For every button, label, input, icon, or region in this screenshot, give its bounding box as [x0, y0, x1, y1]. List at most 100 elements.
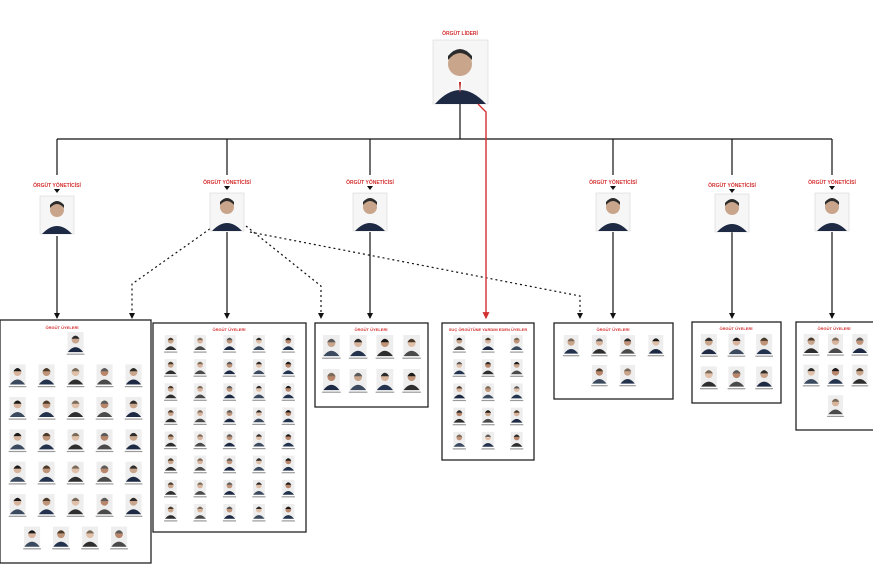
member-portrait-icon — [66, 332, 85, 355]
portrait-photo-icon — [352, 192, 388, 232]
member-portrait-icon — [727, 366, 746, 390]
member-portrait-icon — [193, 455, 207, 474]
member-portrait-icon — [37, 429, 56, 453]
leader-node: ÖRGÜT LİDERİ — [432, 30, 489, 105]
member-portraits — [562, 335, 665, 387]
member-portrait-icon — [81, 526, 99, 550]
group-title: ÖRGÜT ÜYELERİ — [597, 327, 630, 332]
member-portrait-icon — [222, 383, 237, 401]
highlight-line — [477, 103, 490, 320]
member-portrait-icon — [222, 359, 237, 377]
member-portrait-icon — [252, 431, 266, 450]
member-portrait-icon — [124, 396, 143, 420]
member-portrait-icon — [591, 365, 608, 387]
manager-title: ÖRGÜT YÖNETİCİSİ — [589, 179, 637, 186]
manager-node: ÖRGÜT YÖNETİCİSİ — [203, 179, 251, 232]
member-portrait-icon — [727, 334, 746, 357]
member-group: ÖRGÜT ÜYELERİ — [0, 319, 152, 564]
member-portraits — [700, 334, 773, 390]
member-portrait-icon — [8, 494, 27, 517]
member-portrait-icon — [110, 526, 128, 550]
member-portrait-icon — [66, 364, 85, 388]
member-portrait-icon — [124, 364, 143, 388]
member-portrait-icon — [700, 366, 718, 390]
manager-node: ÖRGÜT YÖNETİCİSİ — [808, 179, 856, 232]
manager-title: ÖRGÜT YÖNETİCİSİ — [33, 182, 81, 189]
member-portrait-icon — [591, 335, 608, 357]
member-portrait-icon — [164, 383, 178, 401]
member-portrait-icon — [95, 494, 114, 517]
member-portrait-icon — [52, 526, 70, 550]
member-portrait-icon — [281, 359, 295, 377]
member-portrait-icon — [851, 334, 869, 356]
member-portrait-icon — [375, 335, 395, 359]
member-portrait-icon — [647, 335, 665, 357]
member-portrait-icon — [222, 479, 237, 498]
group-title: ÖRGÜT ÜYELERİ — [46, 325, 79, 330]
member-portrait-icon — [164, 503, 178, 522]
member-portrait-icon — [802, 334, 820, 356]
portrait-photo-icon — [814, 192, 850, 232]
member-portrait-icon — [95, 429, 114, 453]
member-portrait-icon — [322, 335, 341, 359]
member-portrait-icon — [281, 383, 295, 401]
member-portrait-icon — [124, 461, 143, 485]
manager-title: ÖRGÜT YÖNETİCİSİ — [708, 182, 756, 189]
member-portrait-icon — [193, 359, 207, 377]
member-portrait-icon — [8, 396, 27, 420]
member-portrait-icon — [66, 494, 85, 517]
member-portrait-icon — [222, 407, 237, 425]
member-portrait-icon — [827, 334, 844, 356]
member-portrait-icon — [37, 461, 56, 485]
member-group: ÖRGÜT ÜYELERİ — [553, 322, 674, 400]
member-portrait-icon — [348, 335, 368, 359]
member-group: ÖRGÜT ÜYELERİ — [314, 322, 429, 408]
member-portrait-icon — [348, 369, 368, 393]
manager-node: ÖRGÜT YÖNETİCİSİ — [346, 179, 394, 232]
portrait-photo-icon — [432, 39, 489, 105]
member-portrait-icon — [66, 461, 85, 485]
manager-title: ÖRGÜT YÖNETİCİSİ — [346, 179, 394, 186]
member-portrait-icon — [8, 364, 27, 388]
portrait-photo-icon — [595, 192, 631, 232]
member-portrait-icon — [193, 479, 207, 498]
member-group: SUÇ ÖRGÜTÜNE YARDIM EDEN ÜYELER — [441, 322, 535, 461]
member-portraits — [802, 334, 869, 417]
member-portrait-icon — [402, 335, 421, 359]
member-portrait-icon — [481, 407, 495, 426]
member-portrait-icon — [252, 383, 266, 401]
member-portrait-icon — [510, 359, 524, 377]
manager-node: ÖRGÜT YÖNETİCİSİ — [589, 179, 637, 232]
manager-title: ÖRGÜT YÖNETİCİSİ — [808, 179, 856, 186]
member-portrait-icon — [481, 431, 495, 450]
member-portrait-icon — [281, 503, 295, 522]
member-portrait-icon — [8, 461, 27, 485]
member-portrait-icon — [281, 431, 295, 450]
member-portrait-icon — [37, 364, 56, 388]
member-portrait-icon — [619, 335, 636, 357]
member-portrait-icon — [222, 335, 237, 353]
member-portrait-icon — [851, 364, 869, 387]
manager-node: ÖRGÜT YÖNETİCİSİ — [33, 182, 81, 235]
member-portrait-icon — [23, 526, 41, 550]
member-portrait-icon — [66, 396, 85, 420]
member-portrait-icon — [510, 335, 524, 353]
member-portrait-icon — [95, 364, 114, 388]
member-portrait-icon — [481, 359, 495, 377]
member-portrait-icon — [193, 335, 207, 353]
group-title: ÖRGÜT ÜYELERİ — [355, 327, 388, 332]
member-portrait-icon — [252, 479, 266, 498]
member-portrait-icon — [252, 359, 266, 377]
member-portraits — [8, 332, 143, 550]
connector-lines — [54, 104, 835, 319]
member-portrait-icon — [481, 383, 495, 402]
member-portrait-icon — [164, 431, 178, 450]
group-title: SUÇ ÖRGÜTÜNE YARDIM EDEN ÜYELER — [449, 327, 528, 332]
member-portrait-icon — [164, 359, 178, 377]
member-portrait-icon — [37, 396, 56, 420]
member-portrait-icon — [700, 334, 718, 357]
member-portrait-icon — [510, 383, 524, 402]
member-portrait-icon — [827, 364, 844, 387]
member-portrait-icon — [95, 396, 114, 420]
member-portrait-icon — [95, 461, 114, 485]
